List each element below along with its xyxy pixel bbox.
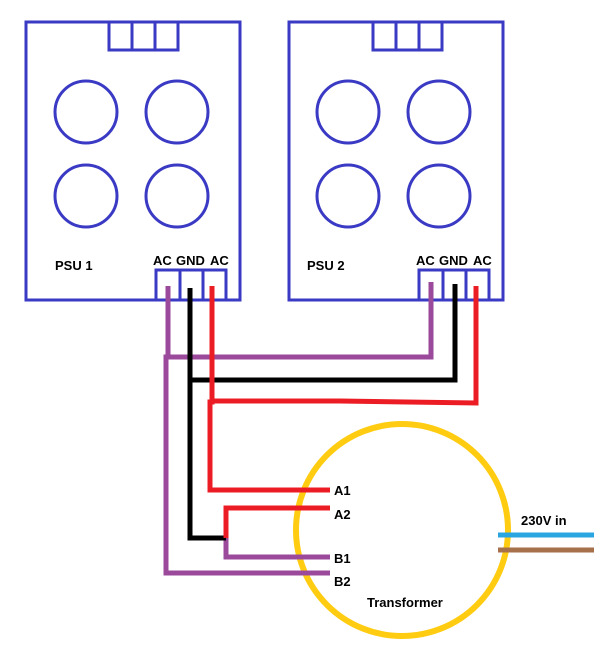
transformer-label: Transformer xyxy=(367,595,443,610)
psu-2-terminal-gnd: GND xyxy=(439,253,468,268)
wire-red-psu1-ac-to-a1 xyxy=(207,286,330,493)
psu-2-terminal-ac-right: AC xyxy=(473,253,492,268)
psu-1-capacitor xyxy=(144,163,210,229)
wire-black-psu2-gnd xyxy=(190,284,458,383)
psu-2: PSU 2 AC GND AC xyxy=(287,20,505,302)
psu-1-terminal-ac-right: AC xyxy=(210,253,229,268)
psu-2-capacitor xyxy=(315,163,381,229)
psu-2-capacitor xyxy=(406,163,472,229)
psu-1-label: PSU 1 xyxy=(55,258,93,273)
psu-1-capacitor xyxy=(144,79,210,145)
psu-1: PSU 1 AC GND AC xyxy=(24,20,242,302)
tap-b2-label: B2 xyxy=(334,574,351,589)
psu-2-capacitor xyxy=(406,79,472,145)
transformer-core xyxy=(293,421,511,639)
tap-a2-label: A2 xyxy=(334,507,351,522)
wire-purple-psu2-ac xyxy=(166,282,434,360)
psu-1-capacitor xyxy=(53,163,119,229)
psu-2-capacitor xyxy=(315,79,381,145)
psu-1-terminal-gnd: GND xyxy=(176,253,205,268)
psu-1-terminal-ac-left: AC xyxy=(153,253,172,268)
psu-1-capacitor xyxy=(53,79,119,145)
psu-2-top-connector xyxy=(371,20,444,52)
mains-input-label: 230V in xyxy=(521,513,567,528)
wire-red-psu2-ac xyxy=(210,286,479,406)
psu-2-label: PSU 2 xyxy=(307,258,345,273)
wire-black-psu1-gnd xyxy=(187,288,226,541)
psu-2-terminal-ac-left: AC xyxy=(416,253,435,268)
tap-b1-label: B1 xyxy=(334,551,351,566)
wire-purple-b1 xyxy=(223,538,330,560)
psu-1-top-connector xyxy=(107,20,180,52)
tap-a1-label: A1 xyxy=(334,483,351,498)
wire-red-a2 xyxy=(223,505,330,538)
